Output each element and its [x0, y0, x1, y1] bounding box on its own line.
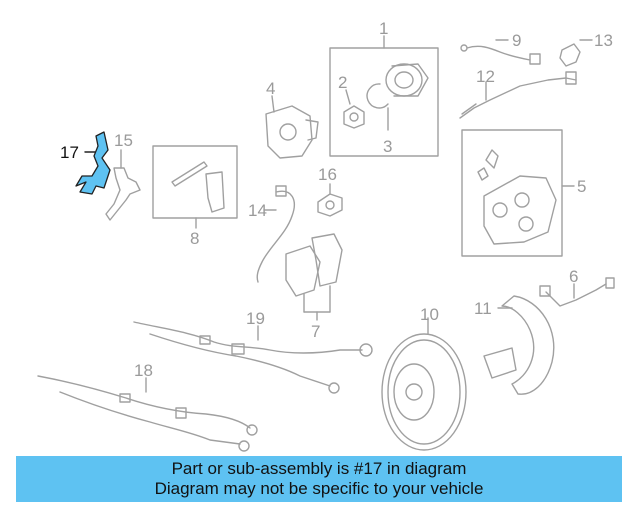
callout-11: 11 [474, 299, 492, 318]
callout-6: 6 [569, 267, 578, 286]
callout-7: 7 [311, 322, 320, 341]
part-11-shield[interactable] [483, 295, 555, 395]
callout-12: 12 [476, 67, 495, 86]
part-14-hose[interactable] [256, 185, 295, 283]
part-9-wire[interactable] [460, 39, 541, 65]
callout-13: 13 [594, 31, 613, 50]
box-8 [152, 145, 238, 219]
part-17-clip[interactable] [75, 131, 111, 195]
parts-diagram: 1 2 3 4 5 6 7 8 9 10 11 12 13 14 15 16 1… [37, 19, 615, 452]
part-3-snap-ring[interactable] [366, 83, 389, 131]
callout-16: 16 [318, 165, 337, 184]
part-18-harness[interactable] [37, 375, 258, 452]
callout-1: 1 [379, 19, 388, 38]
callout-18: 18 [134, 361, 153, 380]
part-4-carrier[interactable] [265, 95, 319, 159]
callout-17[interactable]: 17 [60, 143, 79, 162]
callout-2: 2 [338, 73, 347, 92]
callout-3: 3 [383, 137, 392, 156]
part-6-line[interactable] [539, 277, 615, 307]
callout-10: 10 [420, 305, 439, 324]
banner-part-line: Part or sub-assembly is #17 in diagram [171, 459, 467, 478]
callout-9: 9 [512, 31, 521, 50]
callout-8: 8 [190, 229, 199, 248]
part-1-bearing[interactable] [385, 63, 429, 97]
callout-14: 14 [248, 201, 267, 220]
part-15-bracket[interactable] [105, 149, 141, 221]
part-10-rotor[interactable] [381, 317, 467, 451]
part-8-hardware[interactable] [171, 161, 225, 229]
banner-disclaimer-line: Diagram may not be specific to your vehi… [154, 479, 484, 498]
part-5-caliper[interactable] [477, 149, 557, 245]
part-19-harness[interactable] [133, 321, 373, 394]
info-banner: Part or sub-assembly is #17 in diagram D… [16, 456, 622, 502]
part-12-line[interactable] [459, 71, 577, 119]
part-13-clip[interactable] [559, 39, 593, 67]
callout-15: 15 [114, 131, 133, 150]
part-16-bleeder[interactable] [317, 183, 343, 217]
callout-4: 4 [266, 79, 275, 98]
callout-19: 19 [246, 309, 265, 328]
part-2-nut[interactable] [343, 89, 365, 129]
box-5 [461, 129, 563, 257]
callout-5: 5 [577, 177, 586, 196]
part-7-pads[interactable] [285, 233, 343, 321]
